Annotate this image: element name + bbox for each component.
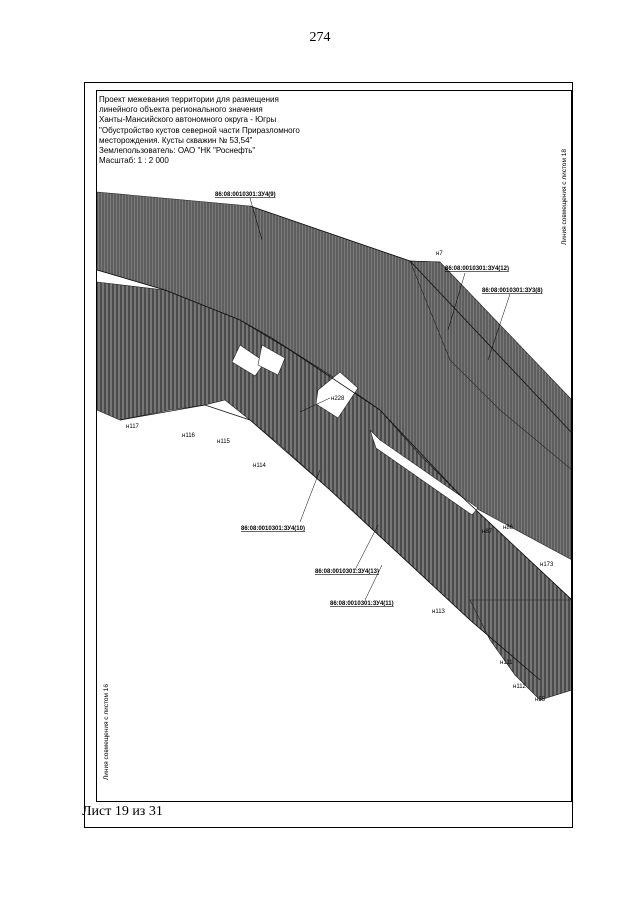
plot-label-zu3-8: 86:08:0010301:ЗУ3(8) (482, 288, 543, 294)
leader-line (487, 293, 511, 361)
plot-label-zu4-11: 86:08:0010301:ЗУ4(11) (330, 601, 394, 607)
void-3 (257, 344, 286, 376)
leader-line (354, 524, 379, 571)
point-label-n87: н87 (482, 529, 493, 535)
map-frame (96, 90, 572, 802)
title-block: Проект межевания территории для размещен… (99, 95, 339, 166)
point-label-n117: н117 (126, 424, 140, 430)
point-label-n116: н116 (182, 433, 196, 439)
title-line: линейного объекта регионального значения (99, 105, 263, 115)
scale-line: Масштаб: 1 : 2 000 (99, 156, 169, 166)
match-line-right: Линия совмещения с листом 18 (561, 149, 568, 245)
plot-label-zu4-13: 86:08:0010301:ЗУ4(13) (315, 569, 379, 575)
title-line: Проект межевания территории для размещен… (99, 95, 279, 104)
plot-label-zu4-10: 86:08:0010301:ЗУ4(10) (241, 526, 305, 532)
point-label-n55: н55 (535, 697, 546, 703)
leader-line (299, 397, 331, 413)
point-label-n112: н112 (513, 684, 527, 690)
plot-label-zu4-9: 86:08:0010301:ЗУ4(9) (215, 192, 276, 198)
point-label-n111: н111 (500, 660, 513, 666)
title-line: Землепользователь: ОАО "НК "Роснефть" (99, 146, 256, 156)
leader-line (249, 197, 263, 241)
plot-zu4-11 (469, 599, 571, 701)
point-label-n114: н114 (253, 463, 267, 469)
point-label-n115: н115 (217, 439, 231, 445)
leader-line (447, 272, 466, 331)
match-line-left: Линия совмещения с листом 16 (103, 684, 110, 780)
point-label-n228: н228 (331, 396, 345, 402)
point-label-n7: н7 (436, 251, 443, 257)
title-line: месторождения. Кусты скважин № 53,54" (99, 135, 253, 145)
plot-label-zu4-12: 86:08:0010301:ЗУ4(12) (445, 266, 509, 272)
point-label-n86: н86 (503, 525, 514, 531)
boundary-line (119, 404, 541, 681)
void-2 (315, 371, 359, 419)
void-1 (231, 344, 266, 377)
gap-strip (369, 429, 479, 516)
point-label-n113: н113 (432, 609, 446, 615)
title-line: Ханты-Мансийского автономного округа - Ю… (99, 115, 277, 125)
leader-line (409, 260, 441, 263)
leader-line (364, 564, 383, 601)
leader-line (299, 469, 321, 523)
sheet-number: Лист 19 из 31 (82, 804, 163, 819)
title-line: "Обустройство кустов северной части Прир… (99, 125, 300, 135)
boundary-line (97, 269, 571, 600)
point-label-n173: н173 (540, 562, 554, 568)
page-number: 274 (309, 30, 331, 45)
